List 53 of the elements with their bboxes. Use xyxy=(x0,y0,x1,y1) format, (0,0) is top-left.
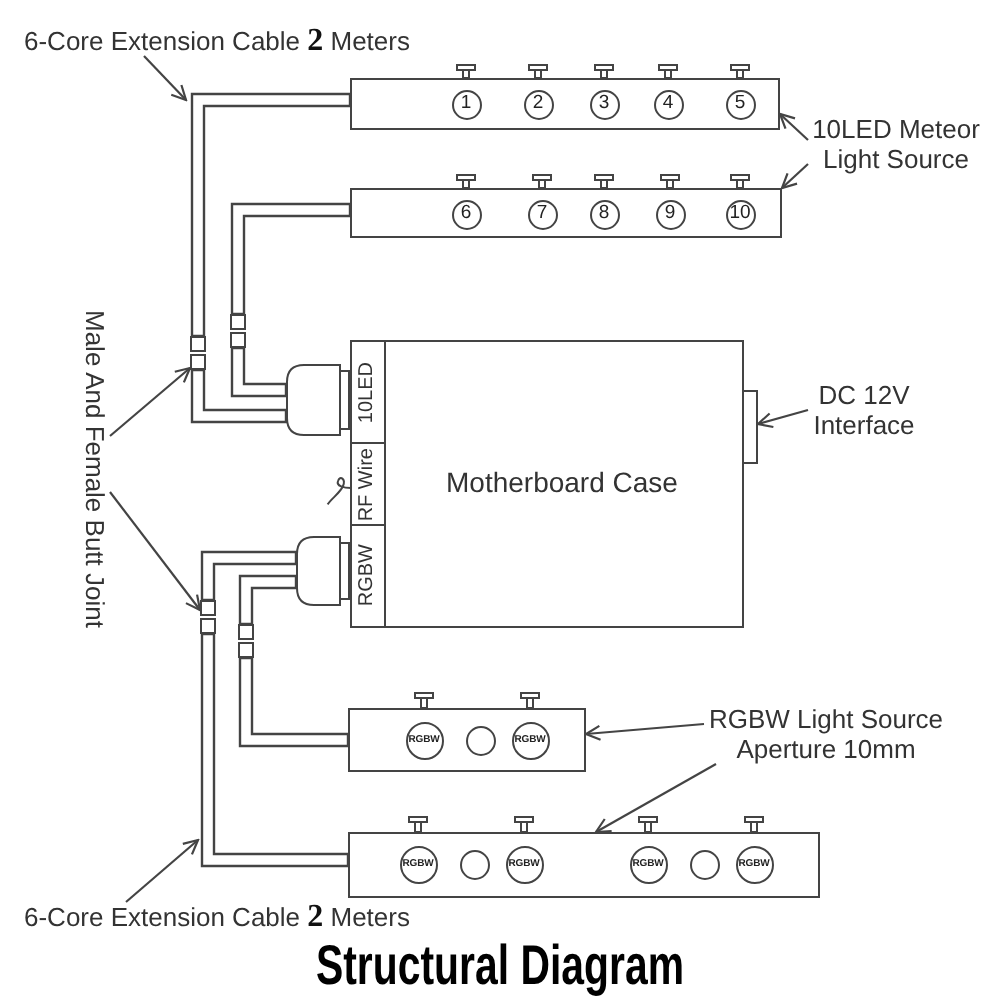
light-bar xyxy=(350,188,782,238)
callout-text: 6-Core Extension Cable 2 Meters xyxy=(24,26,410,56)
plug-connector xyxy=(296,536,350,606)
light-bar xyxy=(348,832,820,898)
extension-cable xyxy=(190,92,352,338)
numbered-lamp: 3 xyxy=(589,89,619,119)
leader-line xyxy=(584,722,705,741)
light-bar xyxy=(350,78,780,130)
callout-text: Male And Female Butt Joint xyxy=(80,310,110,628)
blank-lamp xyxy=(689,849,719,879)
diagram-title: Structural Diagram xyxy=(316,936,684,996)
butt-joint xyxy=(230,314,246,348)
extension-cable xyxy=(200,550,298,602)
light-bar xyxy=(348,708,586,772)
numbered-lamp: 8 xyxy=(589,199,619,229)
blank-lamp xyxy=(459,849,489,879)
port-section: 10LED xyxy=(352,342,386,444)
callout-text: 6-Core Extension Cable 2 Meters xyxy=(24,902,410,932)
leader-line xyxy=(594,763,717,834)
leader-line xyxy=(778,112,809,141)
callout-text: DC 12V Interface xyxy=(808,380,920,440)
extension-cable xyxy=(230,346,288,398)
leader-line xyxy=(109,366,192,437)
extension-cable xyxy=(230,202,352,316)
numbered-lamp: 9 xyxy=(655,199,685,229)
callout-text: RGBW Light Source Aperture 10mm xyxy=(704,704,948,764)
port-section: RF Wire xyxy=(352,444,386,526)
butt-joint xyxy=(190,336,206,370)
numbered-lamp: 7 xyxy=(527,199,557,229)
extension-cable xyxy=(190,368,288,424)
numbered-lamp: 10 xyxy=(725,199,755,229)
case-label: Motherboard Case xyxy=(446,466,678,498)
blank-lamp xyxy=(465,725,495,755)
leader-line xyxy=(109,491,202,612)
extension-cable xyxy=(238,574,298,626)
motherboard-case xyxy=(350,340,744,628)
leader-line xyxy=(125,838,200,903)
extension-cable xyxy=(200,632,350,868)
leader-line xyxy=(780,163,809,190)
butt-joint xyxy=(200,600,216,634)
numbered-lamp: 2 xyxy=(523,89,553,119)
port-section: RGBW xyxy=(352,526,386,626)
butt-joint xyxy=(238,624,254,658)
numbered-lamp: 6 xyxy=(451,199,481,229)
numbered-lamp: 5 xyxy=(725,89,755,119)
callout-text: 10LED Meteor Light Source xyxy=(808,114,984,174)
numbered-lamp: 1 xyxy=(451,89,481,119)
plug-connector xyxy=(286,364,350,436)
dc-port xyxy=(744,390,758,464)
extension-cable xyxy=(238,656,350,748)
leader-line xyxy=(143,55,188,102)
numbered-lamp: 4 xyxy=(653,89,683,119)
leader-line xyxy=(756,408,809,429)
